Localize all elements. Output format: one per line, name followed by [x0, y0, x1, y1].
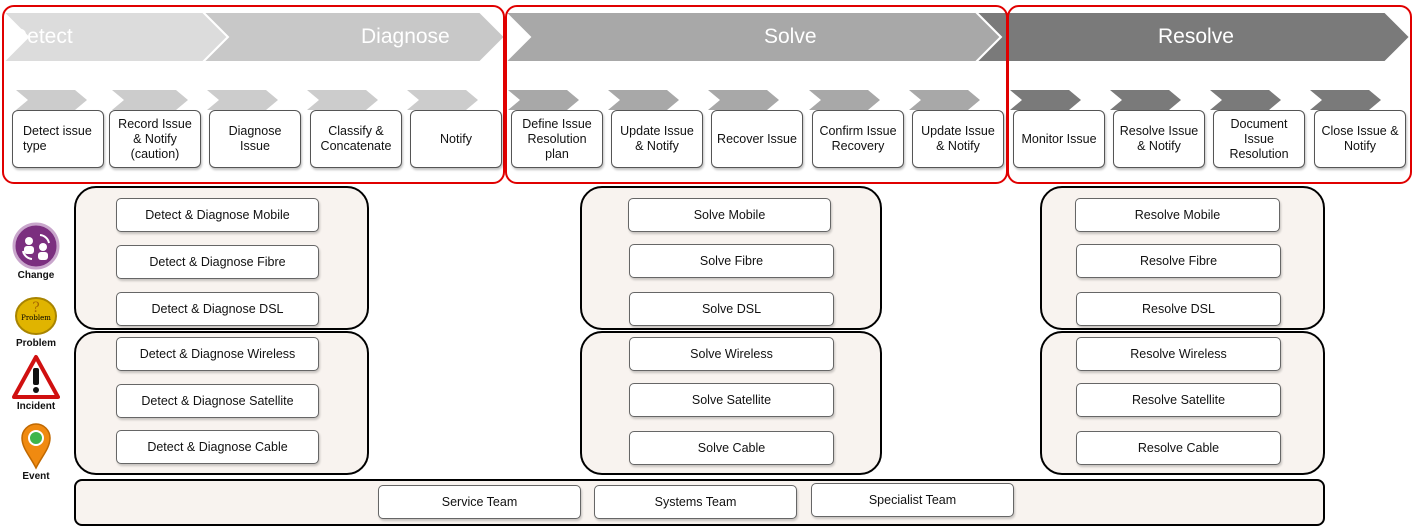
capability-box: Resolve Satellite: [1076, 383, 1281, 417]
phase-diagnose-label: Diagnose: [361, 25, 450, 48]
step-diagnose-issue: Diagnose Issue: [209, 110, 301, 168]
change-icon: [12, 222, 60, 270]
step-recover-issue: Recover Issue: [711, 110, 803, 168]
step-arrows: [16, 90, 478, 110]
resolve-frame: [1007, 5, 1412, 184]
capability-box: Resolve Cable: [1076, 431, 1281, 465]
problem-icon: ? Problem: [15, 297, 57, 335]
problem-label: Problem: [15, 338, 56, 349]
phase-banner: [0, 11, 1412, 110]
step-arrow: [708, 90, 779, 110]
step-arrow: [809, 90, 880, 110]
capability-box: Detect & Diagnose Satellite: [116, 384, 319, 418]
capability-box: Solve Cable: [629, 431, 834, 465]
problem-badge-text: Problem: [21, 314, 51, 322]
incident-icon: [12, 355, 60, 399]
capability-box: Solve Wireless: [629, 337, 834, 371]
step-document-resolution: Document Issue Resolution: [1213, 110, 1305, 168]
step-update-issue: Update Issue & Notify: [611, 110, 703, 168]
step-close-issue: Close Issue & Notify: [1314, 110, 1406, 168]
team-systems: Systems Team: [594, 485, 797, 519]
phase-detect-label: Detect: [12, 25, 73, 48]
capability-box: Solve Mobile: [628, 198, 831, 232]
capability-box: Solve Satellite: [629, 383, 834, 417]
team-specialist: Specialist Team: [811, 483, 1014, 517]
capability-box: Detect & Diagnose DSL: [116, 292, 319, 326]
step-arrow: [16, 90, 87, 110]
step-detect-issue-type: Detect issue type: [12, 110, 104, 168]
event-icon: [21, 423, 51, 470]
step-monitor-issue: Monitor Issue: [1013, 110, 1105, 168]
phase-resolve-label: Resolve: [1158, 25, 1234, 48]
step-arrows-resolve: [1010, 90, 1381, 110]
step-arrow: [307, 90, 378, 110]
detect-diagnose-frame: [2, 5, 505, 184]
step-arrow: [1010, 90, 1081, 110]
capability-box: Solve DSL: [629, 292, 834, 326]
svg-text:?: ?: [32, 300, 40, 316]
chevron-resolve: [973, 11, 1412, 63]
step-arrow: [1310, 90, 1381, 110]
step-confirm-recovery: Confirm Issue Recovery: [812, 110, 904, 168]
phase-solve-label: Solve: [764, 25, 817, 48]
step-arrow: [112, 90, 188, 110]
incident-label: Incident: [16, 401, 56, 412]
step-update-issue-2: Update Issue & Notify: [912, 110, 1004, 168]
step-arrow: [407, 90, 478, 110]
capability-box: Resolve DSL: [1076, 292, 1281, 326]
step-arrow: [1210, 90, 1281, 110]
event-label: Event: [22, 471, 50, 482]
capability-box: Detect & Diagnose Fibre: [116, 245, 319, 279]
step-resolve-issue: Resolve Issue & Notify: [1113, 110, 1205, 168]
chevron-diagnose: [200, 11, 507, 63]
capability-box: Resolve Fibre: [1076, 244, 1281, 278]
step-notify: Notify: [410, 110, 502, 168]
step-arrow: [1110, 90, 1181, 110]
capability-box: Resolve Wireless: [1076, 337, 1281, 371]
team-service: Service Team: [378, 485, 581, 519]
capability-box: Resolve Mobile: [1075, 198, 1280, 232]
step-define-plan: Define Issue Resolution plan: [511, 110, 603, 168]
step-classify: Classify & Concatenate: [310, 110, 402, 168]
step-arrow: [608, 90, 679, 110]
step-arrow: [508, 90, 579, 110]
capability-box: Solve Fibre: [629, 244, 834, 278]
step-arrow: [909, 90, 980, 110]
step-arrow: [207, 90, 278, 110]
step-arrows-solve: [508, 90, 980, 110]
capability-box: Detect & Diagnose Cable: [116, 430, 319, 464]
step-record-issue: Record Issue & Notify (caution): [109, 110, 201, 168]
capability-box: Detect & Diagnose Wireless: [116, 337, 319, 371]
change-label: Change: [17, 270, 55, 281]
capability-box: Detect & Diagnose Mobile: [116, 198, 319, 232]
